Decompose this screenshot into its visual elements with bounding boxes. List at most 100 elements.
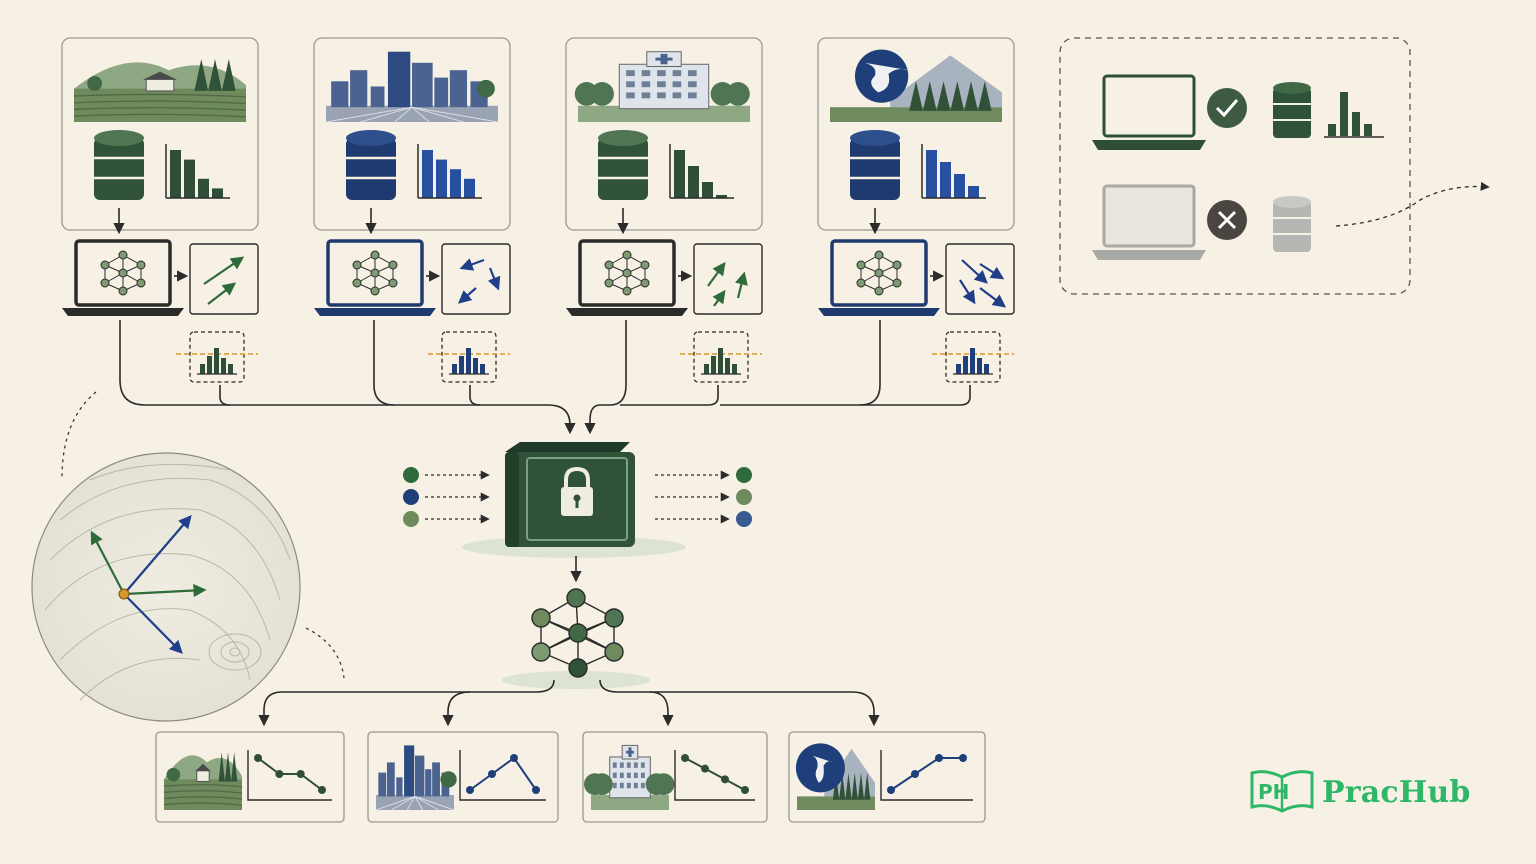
histogram-bar <box>940 162 951 198</box>
city-scene <box>325 51 499 123</box>
aggregated-outputs <box>655 467 752 527</box>
building <box>404 745 415 797</box>
network-node <box>640 278 650 288</box>
network-node <box>352 278 362 288</box>
histogram-bar <box>725 358 730 374</box>
histogram-bar <box>170 150 181 198</box>
network-node <box>370 268 380 278</box>
building <box>378 772 387 797</box>
network-node <box>136 278 146 288</box>
tree <box>590 82 614 106</box>
histogram-bar <box>466 348 471 374</box>
trend-point <box>741 786 749 794</box>
tree <box>864 772 871 800</box>
network-node <box>136 260 146 270</box>
building <box>415 755 425 797</box>
output-panels <box>155 731 986 823</box>
trend-point <box>488 770 496 778</box>
network-node <box>118 250 128 260</box>
x-icon <box>1207 200 1247 240</box>
laptop-icon <box>566 239 688 316</box>
network-node <box>388 260 398 270</box>
network-node <box>622 286 632 296</box>
building <box>432 762 440 797</box>
dropped-database-icon <box>1273 196 1311 252</box>
update-arrow <box>979 263 1005 280</box>
personalized-result-card <box>155 731 345 823</box>
network-node <box>874 286 884 296</box>
histogram-bar <box>954 174 965 198</box>
building <box>434 77 449 108</box>
network-node <box>100 278 110 288</box>
tree <box>922 81 937 111</box>
histogram-bar <box>480 364 485 374</box>
farm-scene <box>73 59 247 122</box>
network-node <box>622 250 632 260</box>
network-node <box>388 278 398 288</box>
trend-point <box>959 754 967 762</box>
trend-point <box>275 770 284 778</box>
histogram-bar <box>702 182 713 198</box>
trend-axes <box>459 750 546 801</box>
network-node <box>604 260 614 270</box>
globe-scene <box>830 49 1002 122</box>
histogram-bar <box>200 364 205 374</box>
client-data-card <box>817 37 1015 231</box>
loss-landscape-circle <box>31 452 301 722</box>
hospital-scene <box>584 744 675 810</box>
database-icon <box>346 130 396 200</box>
update-arrow <box>961 259 988 284</box>
gradient-update-box <box>441 243 511 315</box>
book-logo-icon: PH <box>1250 770 1314 813</box>
network-node <box>640 260 650 270</box>
tree <box>936 81 951 111</box>
farm-scene <box>163 752 243 810</box>
active-histogram-icon <box>1324 92 1384 138</box>
tree <box>87 76 103 91</box>
trend-point <box>935 754 943 762</box>
network-node <box>874 250 884 260</box>
update-arrow <box>203 256 245 285</box>
noised-histogram-box <box>680 331 762 383</box>
histogram-bar <box>221 358 226 374</box>
network-node <box>352 260 362 270</box>
histogram-bar <box>473 358 478 374</box>
histogram-bar <box>718 348 723 374</box>
output-panel-hospital <box>582 731 768 823</box>
histogram-bar <box>228 364 233 374</box>
histogram-bar <box>970 348 975 374</box>
trend-point <box>318 786 326 794</box>
client-to-server-connectors <box>119 320 971 435</box>
tree <box>857 772 865 800</box>
building <box>449 70 468 108</box>
tree <box>839 772 846 800</box>
tree <box>964 81 978 111</box>
local-histogram <box>165 144 230 199</box>
tree <box>477 79 495 98</box>
network-node <box>118 268 128 278</box>
histogram-bar <box>732 364 737 374</box>
tree <box>950 81 965 111</box>
histogram-bar <box>704 364 709 374</box>
histogram-bar <box>436 159 447 198</box>
trend-axes <box>247 750 332 801</box>
barn <box>145 78 175 92</box>
histogram-bar <box>214 348 219 374</box>
tree <box>221 59 236 91</box>
local-histogram <box>417 144 482 199</box>
personalized-result-card <box>582 731 768 823</box>
histogram-bar <box>464 178 475 198</box>
histogram-bar <box>956 364 961 374</box>
histogram-bar <box>984 364 989 374</box>
tree <box>909 81 923 111</box>
loss-link-dashed-top <box>61 391 97 479</box>
client-panel-hospital <box>565 37 763 383</box>
city-scene <box>375 745 457 811</box>
gradient-update-box <box>693 243 763 315</box>
client-data-card <box>61 37 259 231</box>
tree <box>652 773 675 796</box>
tree <box>726 82 750 106</box>
trend-point <box>532 786 540 794</box>
client-panel-globe <box>817 37 1015 383</box>
